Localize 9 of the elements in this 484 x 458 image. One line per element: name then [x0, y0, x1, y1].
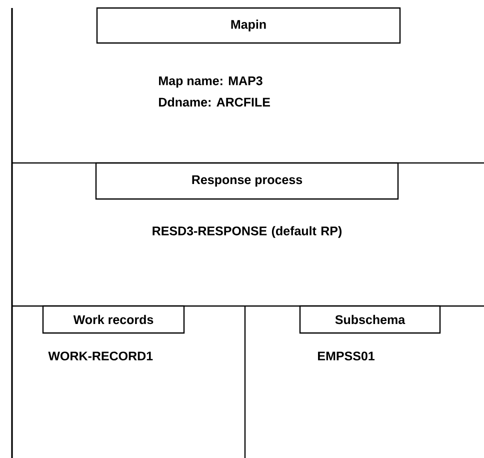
section-text: RESD3-RESPONSE (default RP): [152, 226, 342, 238]
section-tab: Subschema: [299, 305, 441, 334]
section-text: Ddname: ARCFILE: [159, 97, 270, 107]
section-text: WORK-RECORD1: [48, 352, 153, 360]
section-text: Map name: MAP3: [159, 76, 262, 88]
section-tab: Mapin: [96, 7, 401, 44]
section-tab: Work records: [42, 305, 185, 334]
section-text: EMPSS01: [318, 352, 375, 360]
section-tab: Response process: [95, 162, 399, 200]
